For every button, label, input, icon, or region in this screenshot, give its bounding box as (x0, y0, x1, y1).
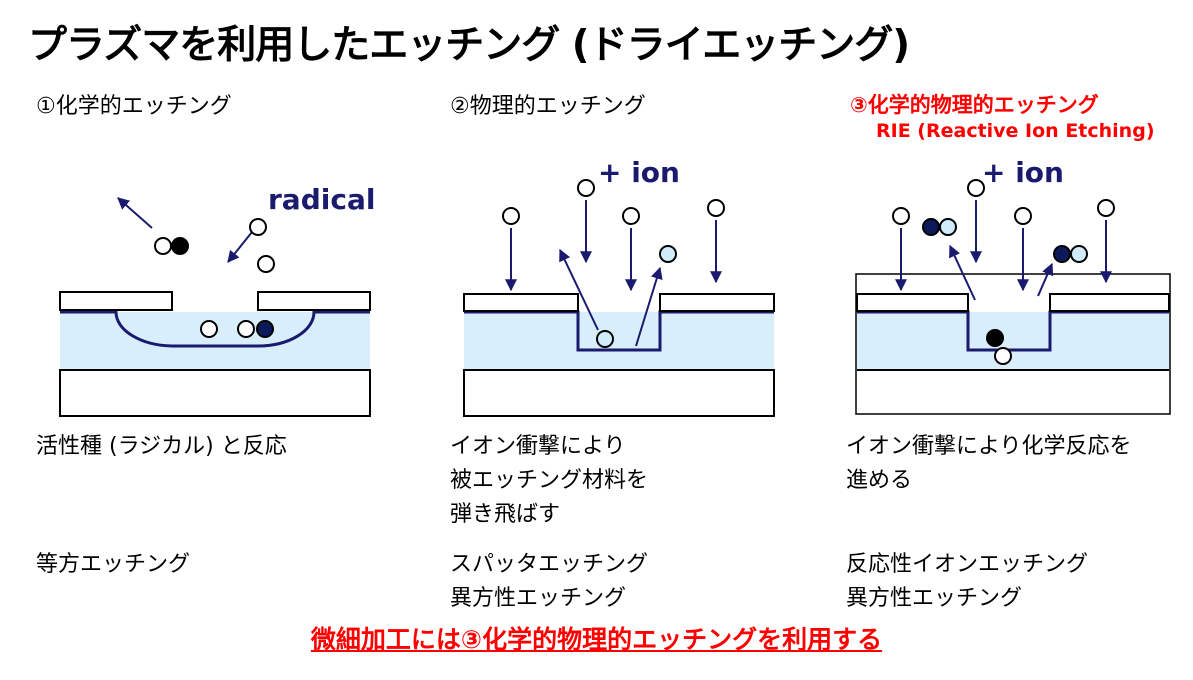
radical-particle (237, 320, 255, 338)
desc-chemical-mechanism: 活性種 (ラジカル) と反応 (36, 434, 287, 459)
heading-physical-etching: ②物理的エッチング (450, 94, 646, 119)
impacting-ion (994, 347, 1012, 365)
mask-right (659, 293, 775, 312)
mask-left (59, 291, 173, 311)
reaction-product-particle (171, 237, 189, 255)
product-molecule-light (1070, 245, 1088, 263)
product-molecule-light (939, 218, 957, 236)
sputter-arrow (635, 266, 663, 347)
ion-particle (577, 179, 595, 197)
ion-particle (502, 207, 520, 225)
mask-left (856, 293, 969, 312)
desc-physical-type: スパッタエッチング異方性エッチング (450, 552, 649, 611)
mask-right (1049, 293, 1170, 312)
mask-left (463, 293, 579, 312)
rie-subheading: RIE (Reactive Ion Etching) (876, 120, 1155, 142)
page-title: プラズマを利用したエッチング (ドライエッチング) (28, 23, 910, 68)
radical-arrow-in (227, 231, 253, 263)
ion-label: + ion (598, 156, 680, 189)
substrate (59, 369, 371, 417)
desc-physical-mechanism: イオン衝撃により被エッチング材料を弾き飛ばす (450, 434, 649, 527)
desc-rie-mechanism: イオン衝撃により化学反応を進める (846, 434, 1132, 493)
ion-particle (967, 179, 985, 197)
ion-particle (1097, 199, 1115, 217)
sputter-arrow (559, 248, 599, 331)
product-molecule-dark (1053, 245, 1071, 263)
radical-particle (154, 237, 172, 255)
diagram-rie-etching: + ion (855, 156, 1171, 415)
etch-layer (60, 312, 370, 370)
diagram-chemical-etching: radical (59, 183, 375, 417)
ion-particle (622, 207, 640, 225)
ion-label: + ion (982, 156, 1064, 189)
desc-chemical-type: 等方エッチング (36, 552, 191, 577)
diagram-physical-etching: + ion (463, 156, 775, 417)
adsorbed-particle (256, 320, 274, 338)
product-arrow (1037, 262, 1054, 297)
product-arrow (949, 244, 976, 301)
mask-right (257, 291, 371, 311)
sputtered-particle (659, 245, 677, 263)
heading-chemical-physical-etching: ③化学的物理的エッチング (850, 93, 1099, 117)
radical-particle (200, 320, 218, 338)
ion-particle (1014, 207, 1032, 225)
etch-layer (857, 312, 1169, 370)
sputtered-particle (596, 330, 614, 348)
substrate (463, 369, 775, 417)
conclusion-text: 微細加工には③化学的物理的エッチングを利用する (310, 625, 883, 654)
isotropic-etch-profile (60, 310, 370, 348)
ion-particle (892, 207, 910, 225)
radical-particle (257, 255, 275, 273)
radical-arrow-out (117, 197, 153, 229)
radical-label: radical (268, 183, 375, 216)
heading-chemical-etching: ①化学的エッチング (36, 94, 232, 119)
product-molecule-dark (922, 218, 940, 236)
etch-layer (464, 312, 774, 370)
adsorbed-radical (986, 329, 1004, 347)
desc-rie-type: 反応性イオンエッチング異方性エッチング (846, 552, 1089, 611)
radical-particle (249, 218, 267, 236)
ion-particle (707, 199, 725, 217)
